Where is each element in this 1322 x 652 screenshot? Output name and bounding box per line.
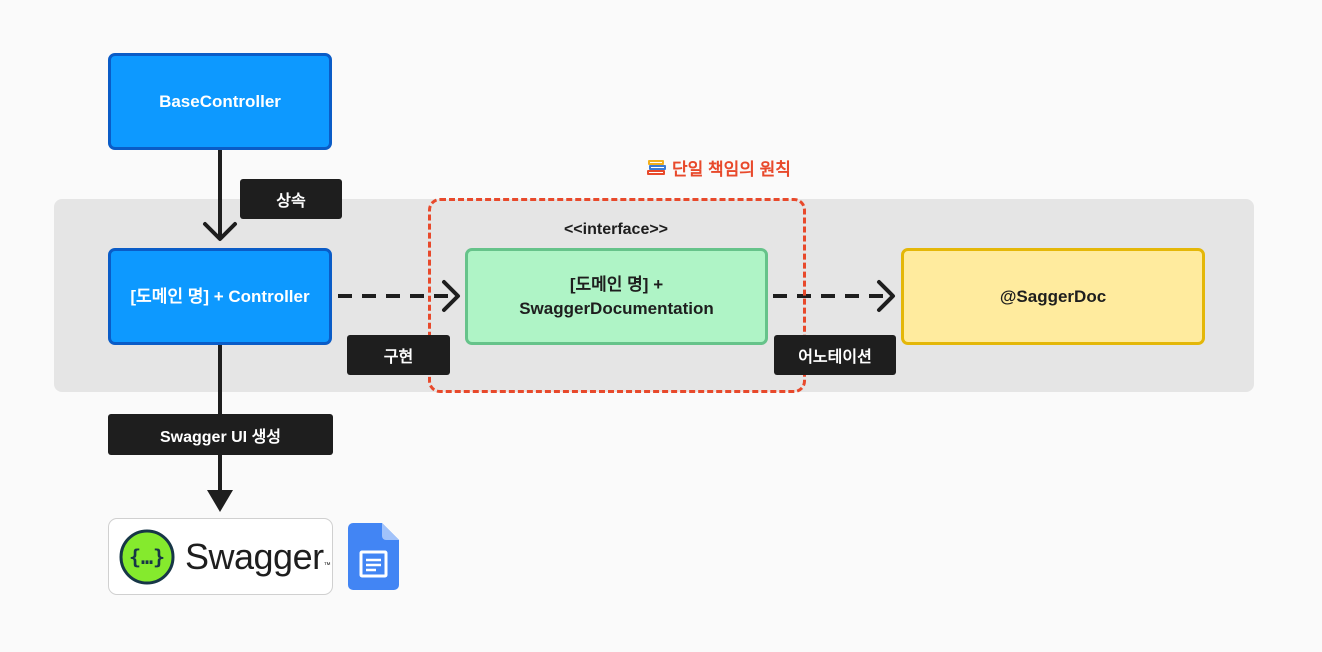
svg-text:{…}: {…} xyxy=(129,545,165,569)
base-controller-node: BaseController xyxy=(108,53,332,150)
swagger-icon: {…} xyxy=(119,529,175,584)
swagger-ui-label: Swagger UI 생성 xyxy=(108,414,333,455)
books-icon xyxy=(647,160,666,175)
swagger-logo-text: Swagger xyxy=(185,535,324,577)
domain-controller-node: [도메인 명] + Controller xyxy=(108,248,332,345)
annotation-node: @SaggerDoc xyxy=(901,248,1205,345)
srp-title-text: 단일 책임의 원칙 xyxy=(672,159,791,179)
swagger-tm: ™ xyxy=(323,562,331,569)
annotation-label: 어노테이션 xyxy=(774,335,896,375)
interface-name-line-1: [도메인 명] + xyxy=(569,274,664,294)
implement-label: 구현 xyxy=(347,335,450,375)
annotation-arrow-head xyxy=(877,280,895,312)
srp-highlight-box xyxy=(428,198,806,393)
swagger-arrow-head xyxy=(207,490,233,512)
interface-name-line-2: SwaggerDocumentation xyxy=(519,298,714,318)
swagger-documentation-interface-node: [도메인 명] + SwaggerDocumentation xyxy=(465,248,768,345)
inherit-arrow-head xyxy=(203,222,237,241)
swagger-logo: {…} Swagger ™ xyxy=(108,518,333,595)
inherit-label: 상속 xyxy=(240,179,342,219)
interface-stereotype: <<interface>> xyxy=(563,221,669,238)
srp-title: 단일 책임의 원칙 xyxy=(646,154,791,180)
document-icon xyxy=(348,523,399,590)
implement-arrow-head xyxy=(442,280,460,312)
